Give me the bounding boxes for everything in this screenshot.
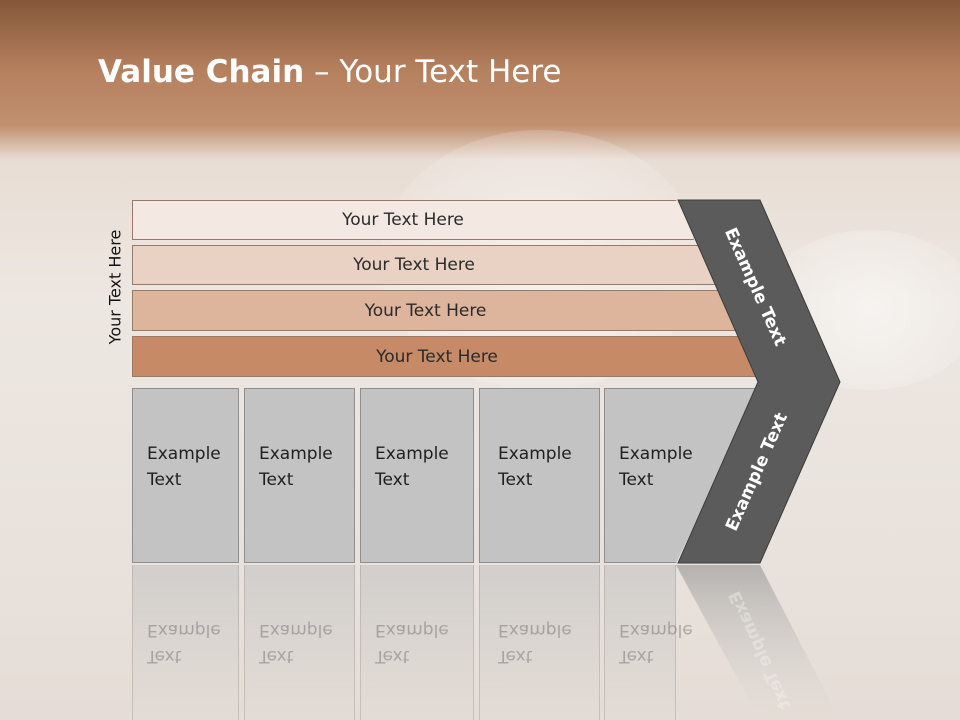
reflection-line1: Example [375,620,449,640]
box-line2: Text [498,470,533,490]
strip-4: Your Text Here [132,336,762,377]
reflection-line2: Text [147,646,182,666]
strip-label: Your Text Here [342,210,464,230]
reflection-line1: Example [259,620,333,640]
slide-title: Value Chain – Your Text Here [98,54,561,90]
box-reflection: Text Example [604,565,693,720]
strip-label: Your Text Here [376,346,498,367]
title-rest: – Your Text Here [304,54,562,90]
box-reflection: Text Example [360,565,474,720]
reflection-line1: Example [619,620,693,640]
strip-2: Your Text Here [132,245,716,285]
box-reflection: Text Example [244,565,355,720]
reflection-line1: Example [147,620,221,640]
box-line1: Example [259,444,333,464]
reflection-line2: Text [375,646,410,666]
box-line2: Text [259,470,294,490]
box-line1: Example [498,444,572,464]
background-glow [760,230,960,390]
box-line1: Example [619,444,693,464]
box-reflection: Text Example [132,565,239,720]
strip-label: Your Text Here [364,300,487,321]
reflection-line2: Text [498,646,533,666]
reflection-line2: Text [259,646,294,666]
reflection-line1: Example [498,620,572,640]
strip-label: Your Text Here [353,255,475,275]
title-bold: Value Chain [98,54,305,90]
box-reflection: Text Example [479,565,600,720]
chevron-label-reflection: Example Text [725,587,795,713]
box-line1: Example [375,444,449,464]
strip-3: Your Text Here [132,290,739,331]
side-label: Your Text Here [105,229,125,345]
reflection-line2: Text [619,646,654,666]
box-line2: Text [147,470,182,490]
strip-1: Your Text Here [132,200,694,240]
box-line2: Text [375,470,410,490]
box-line1: Example [147,444,221,464]
box-line2: Text [619,470,654,490]
